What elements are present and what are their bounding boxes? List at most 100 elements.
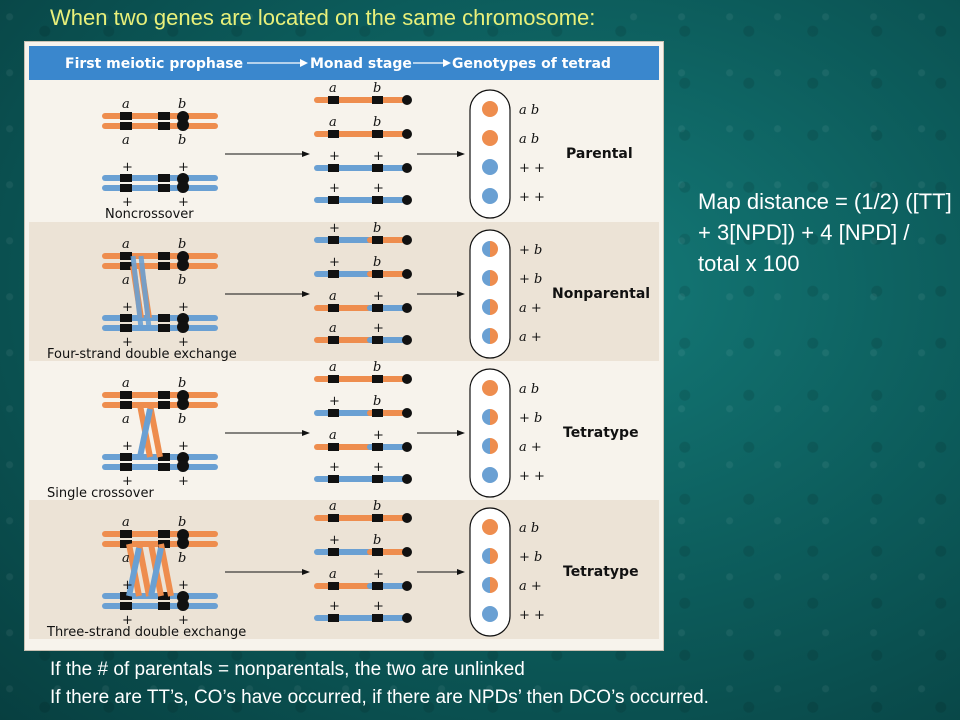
monad-locus-b — [372, 375, 383, 383]
monad-locus-b — [372, 96, 383, 104]
allele-label: a — [122, 515, 130, 530]
locus-a-marker — [120, 112, 132, 120]
spore-right-half — [490, 270, 498, 286]
monad-locus-b — [372, 548, 383, 556]
arrowhead — [302, 569, 310, 575]
spore-genotype: + + — [519, 469, 545, 484]
monad-allele-b: + — [373, 567, 384, 582]
locus-b-marker — [158, 391, 170, 399]
spore-genotype: + + — [519, 608, 545, 623]
ascus-outline — [469, 507, 511, 637]
spore-genotype: + b — [519, 550, 542, 565]
header-col2: Monad stage — [310, 56, 412, 72]
monad-locus-a — [328, 130, 339, 138]
allele-label: + — [122, 613, 133, 628]
spore-genotype: + + — [519, 190, 545, 205]
arrowhead — [457, 430, 465, 436]
allele-label: a — [122, 273, 130, 288]
monad-locus-b — [372, 336, 383, 344]
centromere — [177, 599, 189, 611]
footnote-crossovers: If there are TT’s, CO’s have occurred, i… — [50, 687, 709, 708]
allele-label: + — [178, 335, 189, 350]
monad-locus-b — [372, 270, 383, 278]
monad-centromere — [402, 408, 412, 418]
spore — [482, 380, 498, 396]
locus-b-marker — [158, 184, 170, 192]
centromere — [177, 321, 189, 333]
header-arrowhead-2 — [443, 59, 451, 67]
crossover-single-blue — [137, 408, 153, 458]
monad-centromere — [402, 513, 412, 523]
monad-centromere — [402, 235, 412, 245]
allele-label: + — [122, 300, 133, 315]
locus-b-marker — [158, 314, 170, 322]
locus-a-marker — [120, 314, 132, 322]
monad-allele-a: + — [329, 255, 340, 270]
monad-locus-b — [372, 164, 383, 172]
monad-locus-b — [372, 236, 383, 244]
spore-left-half — [482, 438, 490, 454]
locus-b-marker — [158, 324, 170, 332]
monad-locus-a — [328, 270, 339, 278]
header-band — [29, 46, 659, 80]
monad-locus-a — [328, 336, 339, 344]
arrowhead — [457, 291, 465, 297]
ascus-outline — [469, 368, 511, 498]
locus-b-marker — [158, 602, 170, 610]
spore-left-half — [482, 241, 490, 257]
spore — [482, 130, 498, 146]
locus-a-marker — [120, 122, 132, 130]
monad-locus-b — [372, 514, 383, 522]
locus-a-marker — [120, 602, 132, 610]
allele-label: b — [178, 97, 186, 112]
locus-a-marker — [120, 592, 132, 600]
ascus-outline — [469, 229, 511, 359]
tetrad-type-label: Tetratype — [563, 425, 639, 441]
monad-centromere — [402, 335, 412, 345]
monad-allele-a: a — [329, 289, 337, 304]
allele-label: b — [178, 237, 186, 252]
allele-label: b — [178, 273, 186, 288]
monad-allele-a: a — [329, 567, 337, 582]
monad-centromere — [402, 95, 412, 105]
monad-locus-a — [328, 614, 339, 622]
centromere — [177, 259, 189, 271]
header-arrowhead-1 — [300, 59, 308, 67]
crossover-first-blue — [126, 547, 142, 597]
monad-locus-b — [372, 196, 383, 204]
arrowhead — [457, 569, 465, 575]
header-col1: First meiotic prophase — [65, 56, 243, 72]
spore-genotype: a b — [519, 382, 539, 397]
spore-right-half — [490, 438, 498, 454]
locus-a-marker — [120, 324, 132, 332]
monad-allele-b: + — [373, 428, 384, 443]
monad-centromere — [402, 374, 412, 384]
tetrad-type-label: Parental — [566, 146, 633, 162]
monad-centromere — [402, 129, 412, 139]
monad-allele-a: a — [329, 321, 337, 336]
monad-allele-b: b — [373, 221, 381, 236]
centromere — [177, 460, 189, 472]
monad-locus-b — [372, 475, 383, 483]
locus-b-marker — [158, 463, 170, 471]
centromere — [177, 398, 189, 410]
allele-label: b — [178, 515, 186, 530]
spore-genotype: a b — [519, 132, 539, 147]
monad-centromere — [402, 269, 412, 279]
spore-right-half — [490, 577, 498, 593]
spore-right-half — [490, 548, 498, 564]
spore-genotype: + b — [519, 243, 542, 258]
monad-locus-a — [328, 409, 339, 417]
spore — [482, 159, 498, 175]
locus-b-marker — [158, 112, 170, 120]
locus-b-marker — [158, 401, 170, 409]
locus-b-marker — [158, 530, 170, 538]
monad-allele-b: b — [373, 533, 381, 548]
locus-a-marker — [120, 540, 132, 548]
monad-locus-a — [328, 236, 339, 244]
allele-label: + — [178, 474, 189, 489]
monad-allele-a: a — [329, 499, 337, 514]
locus-b-marker — [158, 592, 170, 600]
